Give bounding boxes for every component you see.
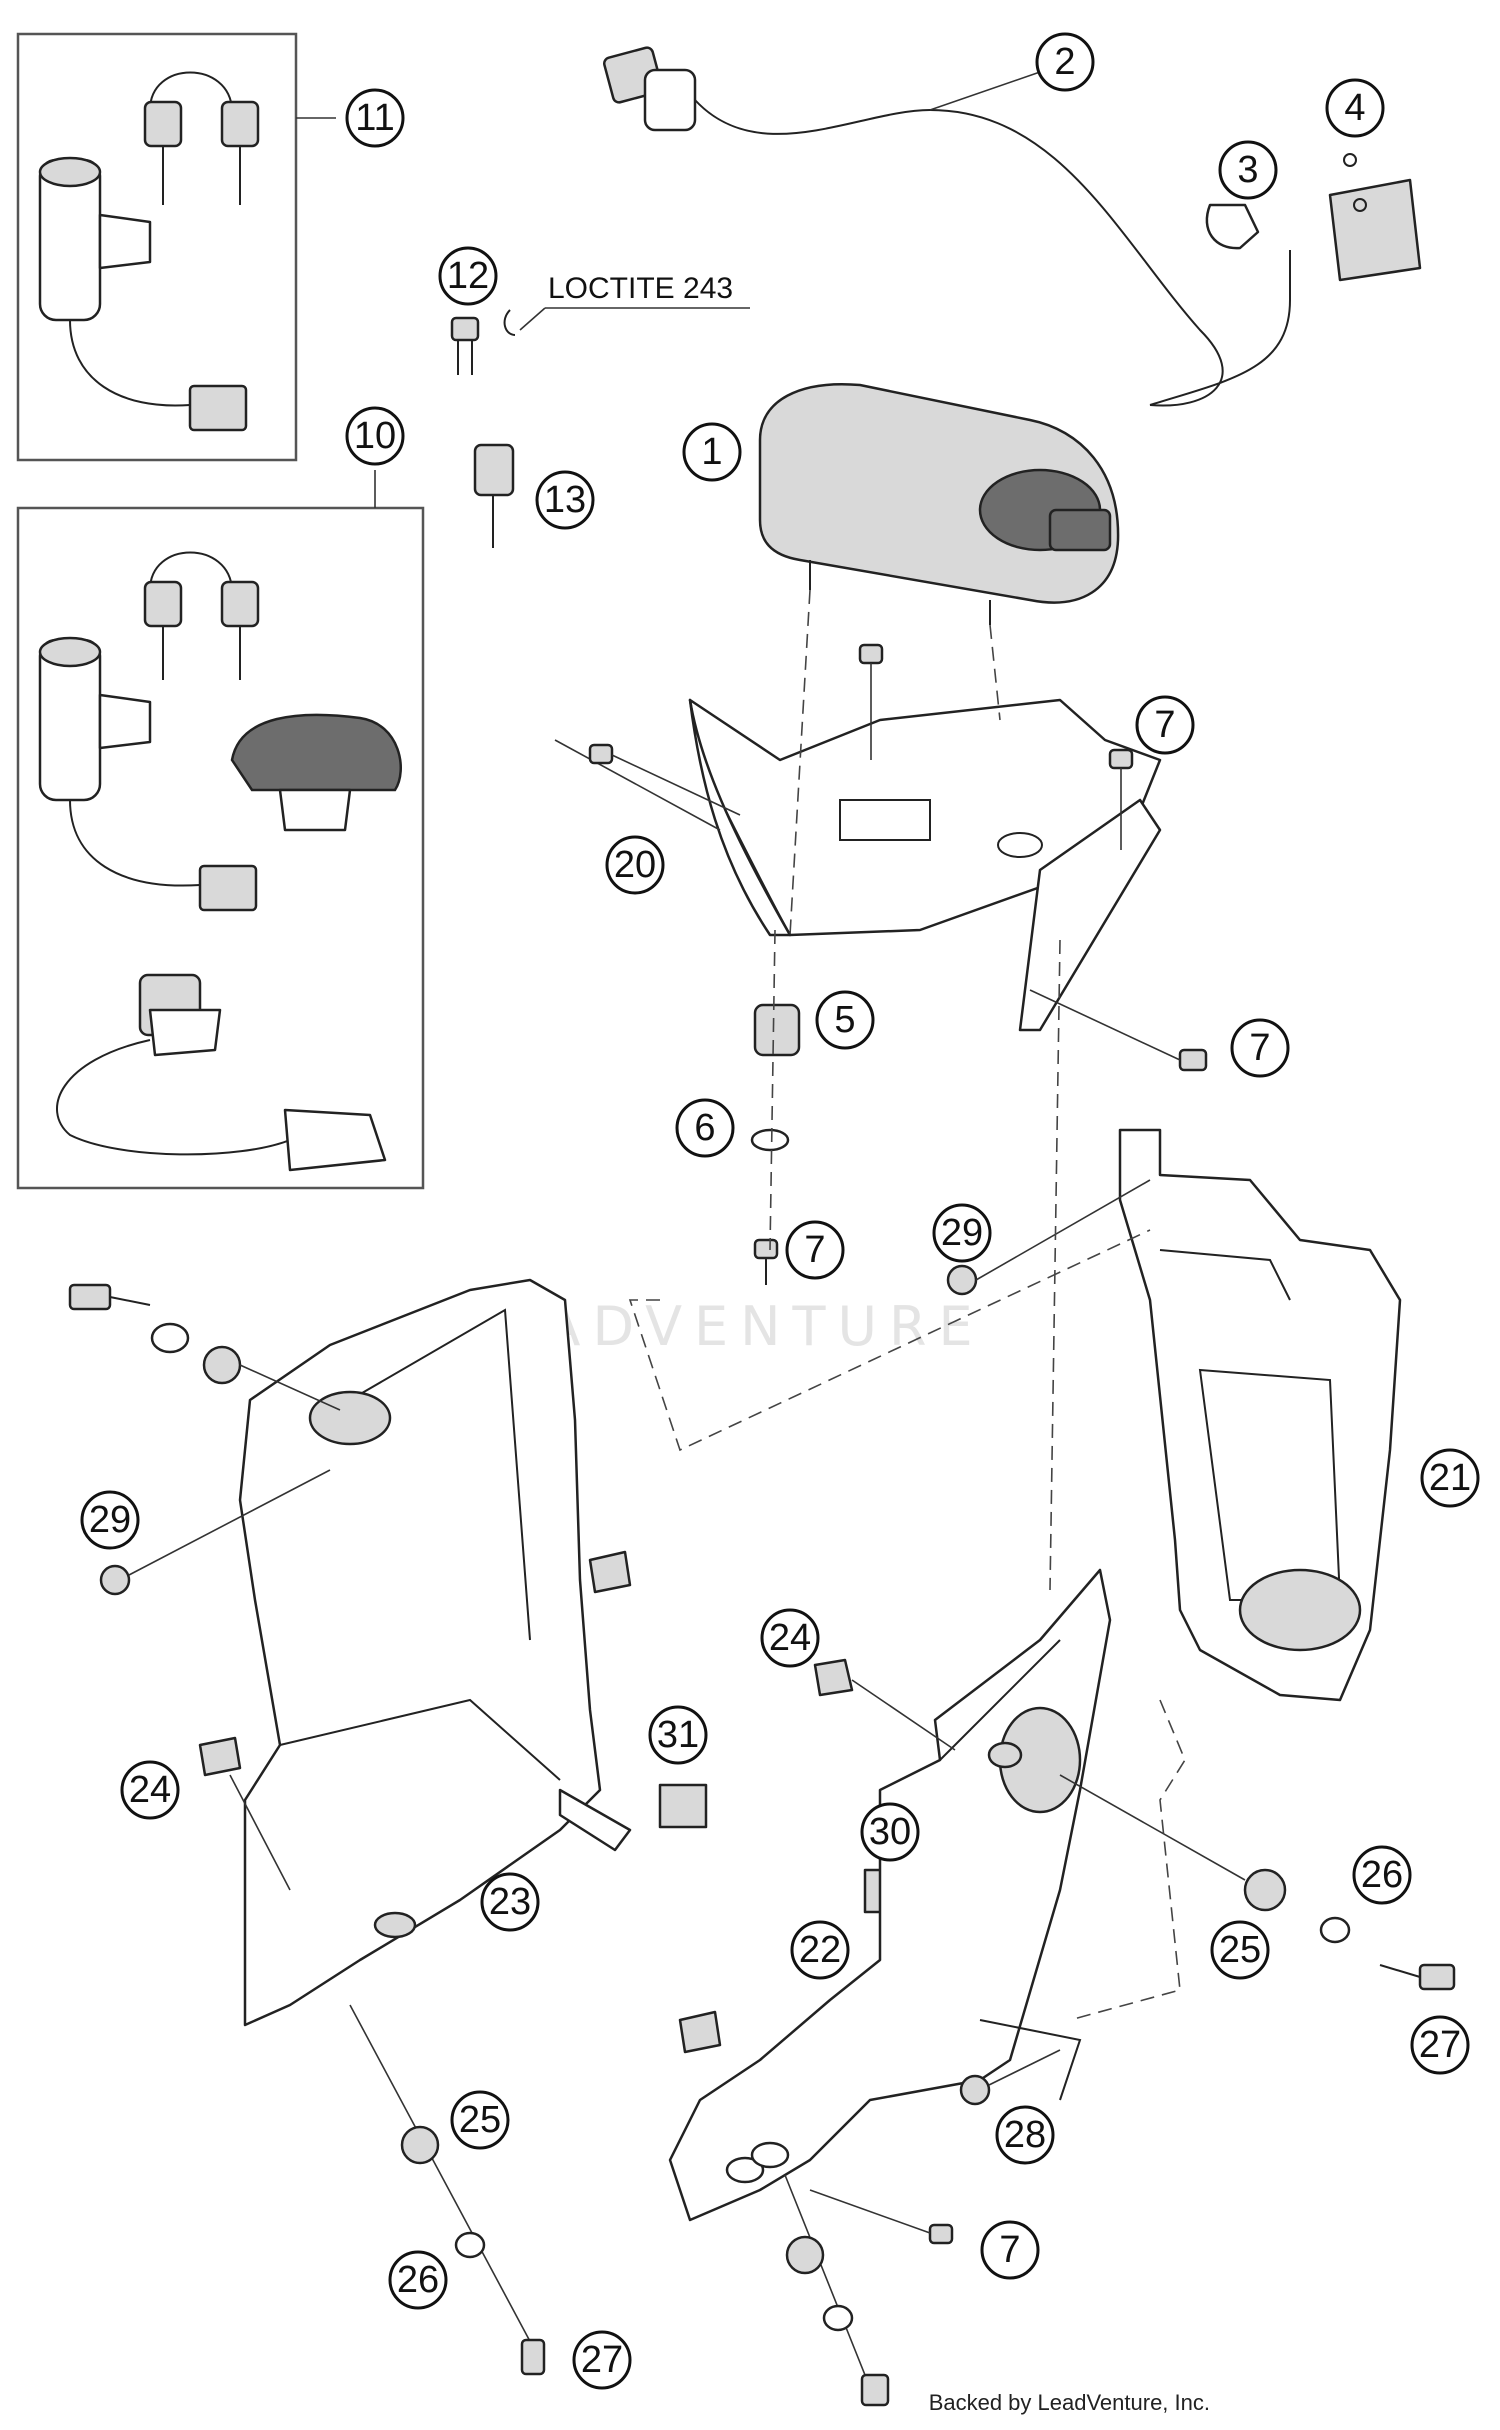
svg-text:6: 6 — [694, 1107, 715, 1149]
svg-text:13: 13 — [544, 479, 586, 521]
nut-29-left — [99, 1469, 331, 1596]
callout-10: 10 — [345, 406, 405, 466]
cable-clip — [1205, 203, 1260, 250]
svg-text:30: 30 — [869, 1811, 911, 1853]
ignition-lock-kit-box — [16, 32, 336, 462]
svg-text:5: 5 — [834, 999, 855, 1041]
key-blank-13 — [473, 443, 515, 548]
svg-text:1: 1 — [701, 431, 722, 473]
callout-22: 22 — [790, 1920, 850, 1980]
svg-text:29: 29 — [941, 1212, 983, 1254]
callout-25-b: 25 — [1210, 1920, 1270, 1980]
svg-text:26: 26 — [1361, 1854, 1403, 1896]
svg-text:31: 31 — [657, 1714, 699, 1756]
callout-24-a: 24 — [120, 1760, 180, 1820]
callout-27-a: 27 — [572, 2330, 632, 2390]
svg-text:27: 27 — [581, 2339, 623, 2381]
svg-text:7: 7 — [1249, 1027, 1270, 1069]
clip-right-lower — [678, 2010, 722, 2054]
svg-text:7: 7 — [1154, 704, 1175, 746]
svg-text:24: 24 — [129, 1769, 171, 1811]
clip-24-right — [813, 1658, 956, 1751]
svg-text:20: 20 — [614, 844, 656, 886]
instrument-holder — [554, 643, 1162, 1032]
nut-29-upper — [946, 1179, 1151, 1296]
screw-7-right — [1029, 989, 1208, 1072]
callout-28: 28 — [995, 2105, 1055, 2165]
callout-29-a: 29 — [932, 1203, 992, 1263]
svg-text:26: 26 — [397, 2259, 439, 2301]
callout-4: 4 — [1325, 78, 1385, 138]
callout-26-a: 26 — [388, 2250, 448, 2310]
grommet-5 — [753, 1003, 801, 1057]
screw-7-bottom — [809, 2189, 954, 2245]
headlight-rear-cover — [1118, 1128, 1402, 1702]
svg-text:4: 4 — [1344, 87, 1365, 129]
svg-text:24: 24 — [769, 1617, 811, 1659]
callout-21: 21 — [1420, 1448, 1480, 1508]
left-lower-hardware — [349, 2004, 546, 2376]
svg-text:12: 12 — [447, 255, 489, 297]
callout-26-b: 26 — [1352, 1845, 1412, 1905]
callout-5: 5 — [815, 990, 875, 1050]
svg-text:3: 3 — [1237, 149, 1258, 191]
credit-footer: Backed by LeadVenture, Inc. — [929, 2390, 1210, 2415]
callout-11: 11 — [345, 88, 405, 148]
callout-12: 12 — [438, 246, 498, 306]
callout-25-a: 25 — [450, 2090, 510, 2150]
callout-7-a: 7 — [1135, 695, 1195, 755]
callout-1: 1 — [682, 422, 742, 482]
callout-3: 3 — [1218, 140, 1278, 200]
bottom-center-hardware — [784, 2174, 890, 2407]
clip-left-upper — [588, 1550, 632, 1594]
svg-text:27: 27 — [1419, 2024, 1461, 2066]
callout-24-b: 24 — [760, 1608, 820, 1668]
callout-6: 6 — [675, 1098, 735, 1158]
clip-24-left — [198, 1736, 291, 1891]
svg-text:11: 11 — [355, 97, 394, 139]
svg-text:2: 2 — [1054, 41, 1075, 83]
left-side-panel — [238, 1278, 632, 2027]
left-mount-hardware — [68, 1283, 341, 1411]
lock-set-fuel-cap-box — [16, 470, 425, 1190]
callout-27-b: 27 — [1410, 2015, 1470, 2075]
speedometer-cable — [602, 46, 1291, 407]
svg-text:21: 21 — [1429, 1457, 1471, 1499]
callout-7-d: 7 — [980, 2220, 1040, 2280]
callout-31: 31 — [648, 1705, 708, 1765]
svg-text:29: 29 — [89, 1499, 131, 1541]
callout-13: 13 — [535, 470, 595, 530]
callout-2: 2 — [1035, 32, 1095, 92]
screw-12 — [450, 307, 750, 375]
nut-28 — [959, 2049, 1061, 2106]
screw-7-lower — [753, 1238, 779, 1285]
callout-29-b: 29 — [80, 1490, 140, 1550]
loctite-note: LOCTITE 243 — [548, 272, 733, 305]
washer-6 — [750, 1128, 790, 1152]
callout-30: 30 — [860, 1802, 920, 1862]
svg-text:7: 7 — [999, 2229, 1020, 2271]
callout-7-b: 7 — [1230, 1018, 1290, 1078]
instrument-cluster — [758, 383, 1120, 625]
callout-20: 20 — [605, 835, 665, 895]
svg-text:7: 7 — [804, 1229, 825, 1271]
callout-23: 23 — [480, 1872, 540, 1932]
right-mount-hardware — [1059, 1774, 1456, 1991]
svg-text:25: 25 — [459, 2099, 501, 2141]
pad-31 — [658, 1783, 708, 1829]
svg-text:23: 23 — [489, 1881, 531, 1923]
callout-7-c: 7 — [785, 1220, 845, 1280]
svg-text:28: 28 — [1004, 2114, 1046, 2156]
svg-text:22: 22 — [799, 1929, 841, 1971]
svg-text:10: 10 — [354, 415, 396, 457]
sensor-bracket — [1328, 153, 1422, 282]
svg-text:25: 25 — [1219, 1929, 1261, 1971]
right-lower-panel — [668, 1568, 1112, 2222]
